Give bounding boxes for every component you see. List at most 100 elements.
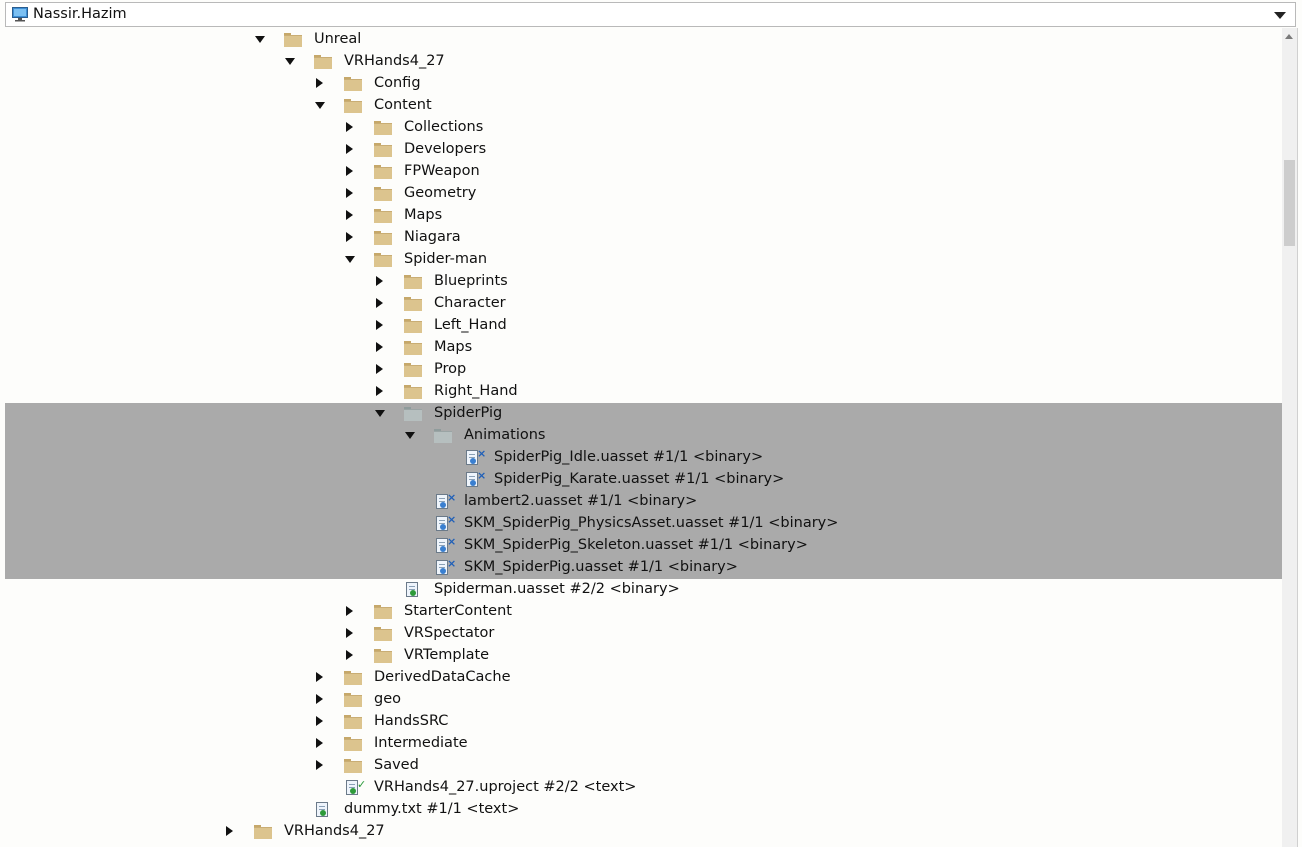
tree-item-label: HandsSRC	[374, 713, 449, 729]
collapse-arrow-icon[interactable]	[226, 826, 233, 836]
collapse-arrow-icon[interactable]	[346, 122, 353, 132]
collapse-arrow-icon[interactable]	[346, 210, 353, 220]
tree-file-row[interactable]: × lambert2.uasset #1/1 <binary>	[5, 491, 1282, 513]
expand-arrow-icon[interactable]	[285, 58, 295, 65]
tree-item-label: SKM_SpiderPig_Skeleton.uasset #1/1 <bina…	[464, 537, 808, 553]
marked-for-delete-icon: ×	[447, 535, 457, 548]
collapse-arrow-icon[interactable]	[316, 78, 323, 88]
collapse-arrow-icon[interactable]	[346, 628, 353, 638]
expand-arrow-icon[interactable]	[345, 256, 355, 263]
collapse-arrow-icon[interactable]	[376, 364, 383, 374]
file-icon	[346, 780, 358, 795]
expand-arrow-icon[interactable]	[405, 432, 415, 439]
tree-folder-row[interactable]: Spider-man	[5, 249, 1282, 271]
collapse-arrow-icon[interactable]	[346, 606, 353, 616]
marked-for-delete-icon: ×	[477, 447, 487, 460]
marked-for-delete-icon: ×	[447, 491, 457, 504]
checked-out-icon: ✓	[357, 778, 367, 791]
collapse-arrow-icon[interactable]	[316, 672, 323, 682]
file-icon	[406, 582, 418, 597]
tree-folder-row[interactable]: Maps	[5, 205, 1282, 227]
tree-item-label: Character	[434, 295, 506, 311]
collapse-arrow-icon[interactable]	[346, 144, 353, 154]
scrollbar-thumb[interactable]	[1284, 160, 1295, 246]
tree-folder-row[interactable]: Blueprints	[5, 271, 1282, 293]
workspace-name: Nassir.Hazim	[33, 6, 127, 22]
tree-folder-row[interactable]: FPWeapon	[5, 161, 1282, 183]
tree-folder-row[interactable]: DerivedDataCache	[5, 667, 1282, 689]
tree-folder-row[interactable]: SpiderPig	[5, 403, 1282, 425]
tree-item-label: Unreal	[314, 31, 362, 47]
tree-folder-row[interactable]: Config	[5, 73, 1282, 95]
collapse-arrow-icon[interactable]	[376, 320, 383, 330]
tree-folder-row[interactable]: Geometry	[5, 183, 1282, 205]
tree-folder-row[interactable]: VRTemplate	[5, 645, 1282, 667]
tree-folder-row[interactable]: Right_Hand	[5, 381, 1282, 403]
collapse-arrow-icon[interactable]	[376, 298, 383, 308]
folder-icon	[434, 429, 452, 443]
tree-item-label: VRHands4_27.uproject #2/2 <text>	[374, 779, 637, 795]
collapse-arrow-icon[interactable]	[346, 188, 353, 198]
collapse-arrow-icon[interactable]	[346, 166, 353, 176]
tree-folder-row[interactable]: Content	[5, 95, 1282, 117]
folder-icon	[344, 671, 362, 685]
tree-file-row[interactable]: Spiderman.uasset #2/2 <binary>	[5, 579, 1282, 601]
tree-folder-row[interactable]: Prop	[5, 359, 1282, 381]
tree-folder-row[interactable]: Collections	[5, 117, 1282, 139]
file-icon	[466, 472, 478, 487]
collapse-arrow-icon[interactable]	[316, 738, 323, 748]
collapse-arrow-icon[interactable]	[346, 650, 353, 660]
tree-folder-row[interactable]: Left_Hand	[5, 315, 1282, 337]
folder-icon	[374, 627, 392, 641]
tree-folder-row[interactable]: VRHands4_27	[5, 821, 1282, 843]
tree-item-label: Left_Hand	[434, 317, 507, 333]
collapse-arrow-icon[interactable]	[376, 276, 383, 286]
expand-arrow-icon[interactable]	[375, 410, 385, 417]
tree-item-label: Spiderman.uasset #2/2 <binary>	[434, 581, 680, 597]
collapse-arrow-icon[interactable]	[376, 386, 383, 396]
tree-item-label: VRHands4_27	[284, 823, 385, 839]
tree-folder-row[interactable]: HandsSRC	[5, 711, 1282, 733]
tree-file-row[interactable]: ×SKM_SpiderPig_PhysicsAsset.uasset #1/1 …	[5, 513, 1282, 535]
tree-item-label: lambert2.uasset #1/1 <binary>	[464, 493, 698, 509]
tree-item-label: Geometry	[404, 185, 477, 201]
tree-folder-row[interactable]: Animations	[5, 425, 1282, 447]
tree-folder-row[interactable]: StarterContent	[5, 601, 1282, 623]
tree-folder-row[interactable]: VRHands4_27	[5, 51, 1282, 73]
collapse-arrow-icon[interactable]	[346, 232, 353, 242]
expand-arrow-icon[interactable]	[315, 102, 325, 109]
tree-file-row[interactable]: ✓ VRHands4_27.uproject #2/2 <text>	[5, 777, 1282, 799]
folder-icon	[374, 143, 392, 157]
tree-file-row[interactable]: ×SpiderPig_Idle.uasset #1/1 <binary>	[5, 447, 1282, 469]
tree-folder-row[interactable]: Intermediate	[5, 733, 1282, 755]
collapse-arrow-icon[interactable]	[316, 716, 323, 726]
tree-folder-row[interactable]: Saved	[5, 755, 1282, 777]
tree-folder-row[interactable]: Developers	[5, 139, 1282, 161]
tree-folder-row[interactable]: Maps	[5, 337, 1282, 359]
scroll-up-arrow-icon[interactable]	[1285, 34, 1293, 39]
expand-arrow-icon[interactable]	[255, 36, 265, 43]
tree-item-label: Spider-man	[404, 251, 488, 267]
folder-icon	[344, 693, 362, 707]
tree-folder-row[interactable]: VRSpectator	[5, 623, 1282, 645]
marked-for-delete-icon: ×	[447, 513, 457, 526]
tree-folder-row[interactable]: Unreal	[5, 29, 1282, 51]
folder-icon	[254, 825, 272, 839]
tree-file-row[interactable]: × SKM_SpiderPig_Skeleton.uasset #1/1 <bin…	[5, 535, 1282, 557]
tree-folder-row[interactable]: Character	[5, 293, 1282, 315]
folder-icon	[404, 407, 422, 421]
folder-icon	[404, 341, 422, 355]
collapse-arrow-icon[interactable]	[316, 694, 323, 704]
tree-folder-row[interactable]: geo	[5, 689, 1282, 711]
tree-item-label: Collections	[404, 119, 484, 135]
collapse-arrow-icon[interactable]	[316, 760, 323, 770]
collapse-arrow-icon[interactable]	[376, 342, 383, 352]
tree-folder-row[interactable]: Niagara	[5, 227, 1282, 249]
tree-file-row[interactable]: ×SpiderPig_Karate.uasset #1/1 <binary>	[5, 469, 1282, 491]
workspace-selector[interactable]: Nassir.Hazim	[5, 2, 1296, 27]
tree-file-row[interactable]: ×SKM_SpiderPig.uasset #1/1 <binary>	[5, 557, 1282, 579]
vertical-scrollbar[interactable]	[1282, 28, 1297, 847]
tree-file-row[interactable]: dummy.txt #1/1 <text>	[5, 799, 1282, 821]
dropdown-arrow-icon[interactable]	[1274, 12, 1286, 19]
